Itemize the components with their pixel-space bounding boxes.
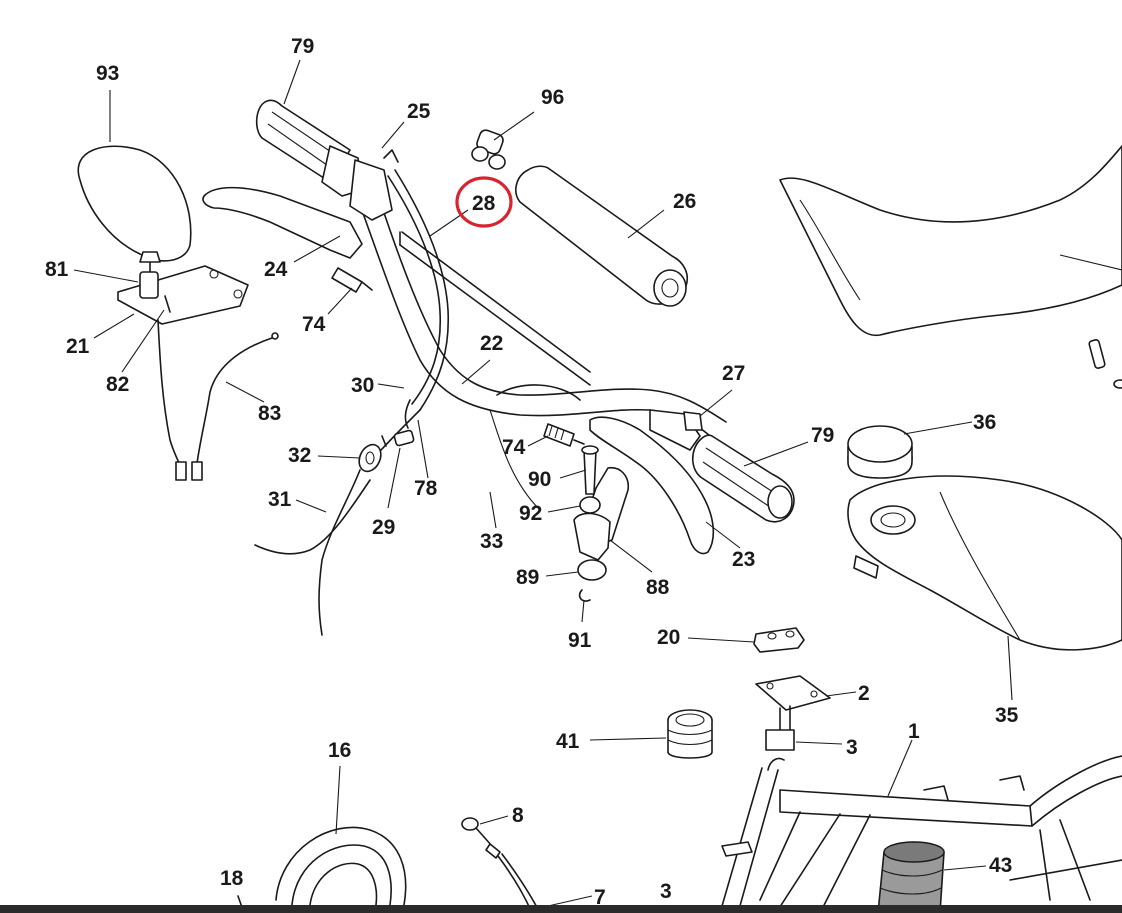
callout-81: 81	[45, 258, 69, 281]
collars	[471, 129, 506, 170]
callout-31: 31	[268, 488, 292, 511]
callout-28: 28	[472, 192, 496, 215]
foam-pad	[515, 165, 688, 307]
rubber-boot	[667, 709, 713, 759]
callout-30: 30	[351, 374, 374, 397]
callout-32: 32	[288, 444, 311, 467]
callout-74-lower: 74	[502, 436, 526, 459]
callout-79-right: 79	[811, 424, 834, 447]
callout-labels: 93 79 25 96 28 26 81 24 74 21 82 83 22 3…	[45, 35, 1019, 909]
callout-82: 82	[106, 373, 129, 396]
callout-16: 16	[328, 739, 351, 762]
callout-27: 27	[722, 362, 745, 385]
fuel-tank	[847, 475, 1122, 651]
handlebar	[359, 194, 727, 446]
callout-3-lower: 3	[660, 880, 672, 903]
callout-36: 36	[973, 411, 996, 434]
callout-35: 35	[995, 704, 1019, 727]
cable-clamp	[358, 429, 415, 473]
seat	[779, 145, 1122, 336]
frame	[719, 755, 1122, 913]
callout-7: 7	[594, 886, 606, 909]
callout-18: 18	[220, 867, 244, 890]
callout-1: 1	[908, 720, 920, 743]
pin-lower	[543, 423, 585, 447]
callout-41: 41	[556, 730, 580, 753]
cables	[254, 169, 450, 636]
bellows	[877, 841, 945, 913]
callout-90: 90	[528, 468, 551, 491]
callout-89: 89	[516, 566, 539, 589]
right-grip	[649, 409, 795, 523]
left-grip	[202, 99, 399, 259]
leader-lines	[73, 59, 1013, 907]
callout-92: 92	[519, 502, 542, 525]
callout-21: 21	[66, 335, 90, 358]
callout-93: 93	[96, 62, 119, 85]
clamp	[753, 627, 805, 653]
callout-96: 96	[541, 86, 564, 109]
callout-33: 33	[480, 530, 503, 553]
callout-79-top: 79	[291, 35, 314, 58]
callout-26: 26	[673, 190, 696, 213]
mirror-bracket	[117, 251, 279, 481]
bottom-scroll-bar	[0, 905, 1122, 913]
callout-3-upper: 3	[846, 736, 858, 759]
right-lever	[489, 384, 715, 602]
highlight-circle	[455, 176, 513, 228]
callout-83: 83	[258, 402, 281, 425]
callout-2: 2	[858, 682, 870, 705]
fuel-cap	[847, 425, 913, 479]
callout-8: 8	[512, 804, 524, 827]
callout-23: 23	[732, 548, 755, 571]
callout-25: 25	[407, 100, 431, 123]
pin-upper	[331, 267, 373, 293]
callout-88: 88	[646, 576, 670, 599]
tire	[275, 826, 407, 906]
callout-91: 91	[568, 629, 592, 652]
callout-74-upper: 74	[302, 313, 326, 336]
callout-20: 20	[657, 626, 680, 649]
cable-lower	[461, 817, 541, 913]
callout-24: 24	[264, 258, 288, 281]
callout-22: 22	[480, 332, 503, 355]
seat-bolt	[1088, 339, 1122, 389]
callout-43: 43	[989, 854, 1012, 877]
callout-78: 78	[414, 477, 438, 500]
mount-plate	[755, 675, 831, 751]
callout-29: 29	[372, 516, 395, 539]
